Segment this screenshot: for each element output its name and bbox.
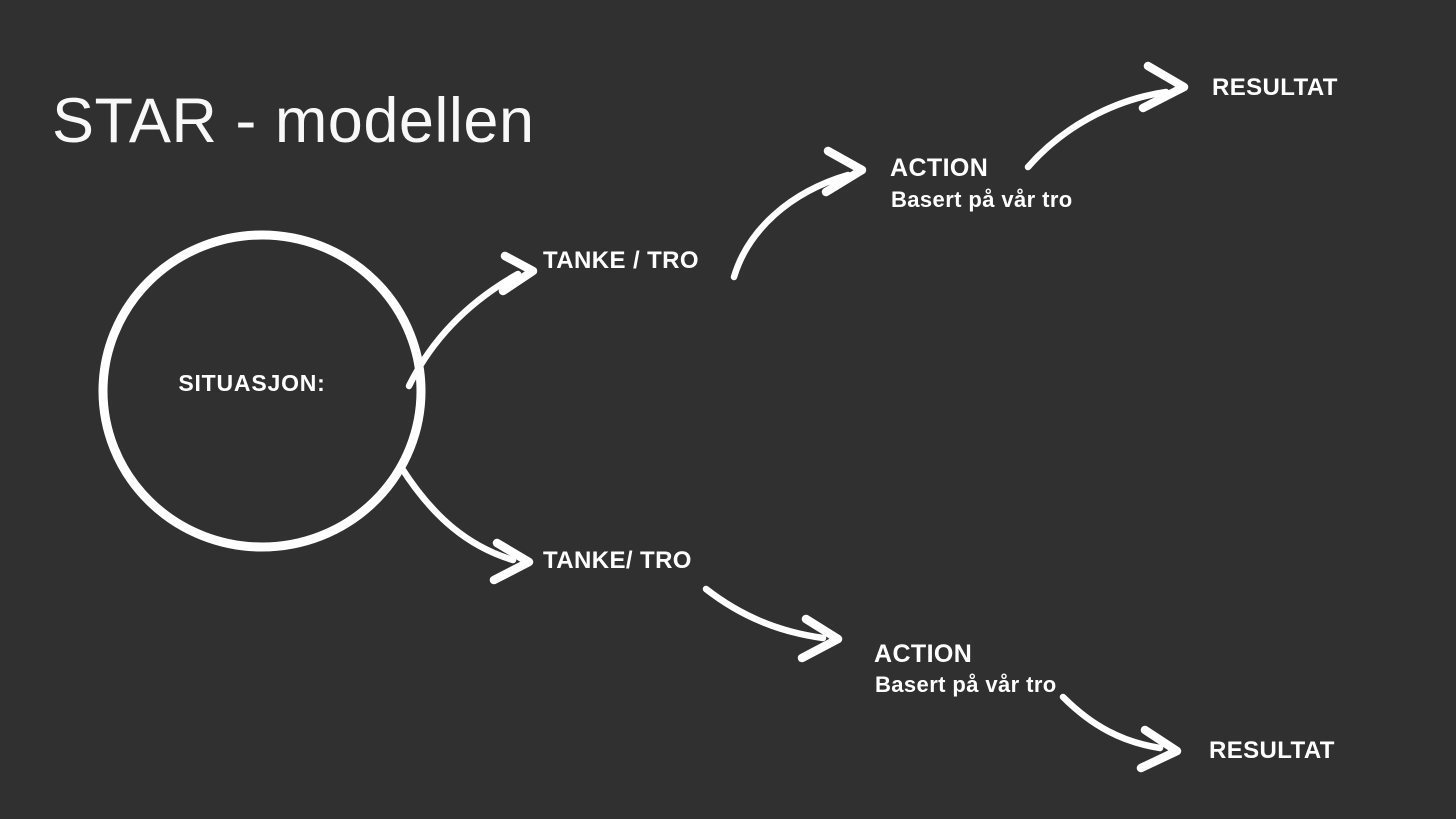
arrowhead-upper-tanke-icon	[498, 251, 538, 296]
lower-action-label: ACTION	[874, 640, 973, 668]
upper-action-subtext: Basert på vår tro	[891, 187, 1073, 212]
upper-action-label: ACTION	[890, 154, 989, 182]
arrow-upper-action-to-resultat	[1024, 88, 1170, 171]
lower-action-subtext: Basert på vår tro	[875, 672, 1057, 697]
arrowhead-lower-action-icon	[797, 614, 843, 663]
upper-resultat-label: RESULTAT	[1212, 74, 1338, 101]
upper-tanke-label: TANKE / TRO	[543, 247, 699, 274]
arrow-lower-action-to-resultat	[1059, 693, 1164, 752]
arrow-upper-tanke-to-action	[730, 171, 852, 281]
lower-tanke-label: TANKE/ TRO	[543, 547, 692, 574]
arrowhead-upper-resultat-icon	[1138, 61, 1189, 113]
lower-resultat-label: RESULTAT	[1209, 737, 1335, 764]
arrow-lower-tanke-to-action	[702, 585, 827, 642]
arrow-circle-to-upper-tanke	[405, 270, 522, 390]
arrow-circle-to-lower-tanke	[397, 463, 517, 564]
arrowhead-upper-action-icon	[821, 146, 867, 197]
arrowhead-lower-resultat-icon	[1136, 725, 1182, 773]
page-title: STAR - modellen	[52, 86, 535, 157]
arrowhead-lower-tanke-icon	[489, 538, 534, 585]
situation-label: SITUASJON:	[178, 370, 326, 396]
situation-circle	[98, 230, 426, 552]
